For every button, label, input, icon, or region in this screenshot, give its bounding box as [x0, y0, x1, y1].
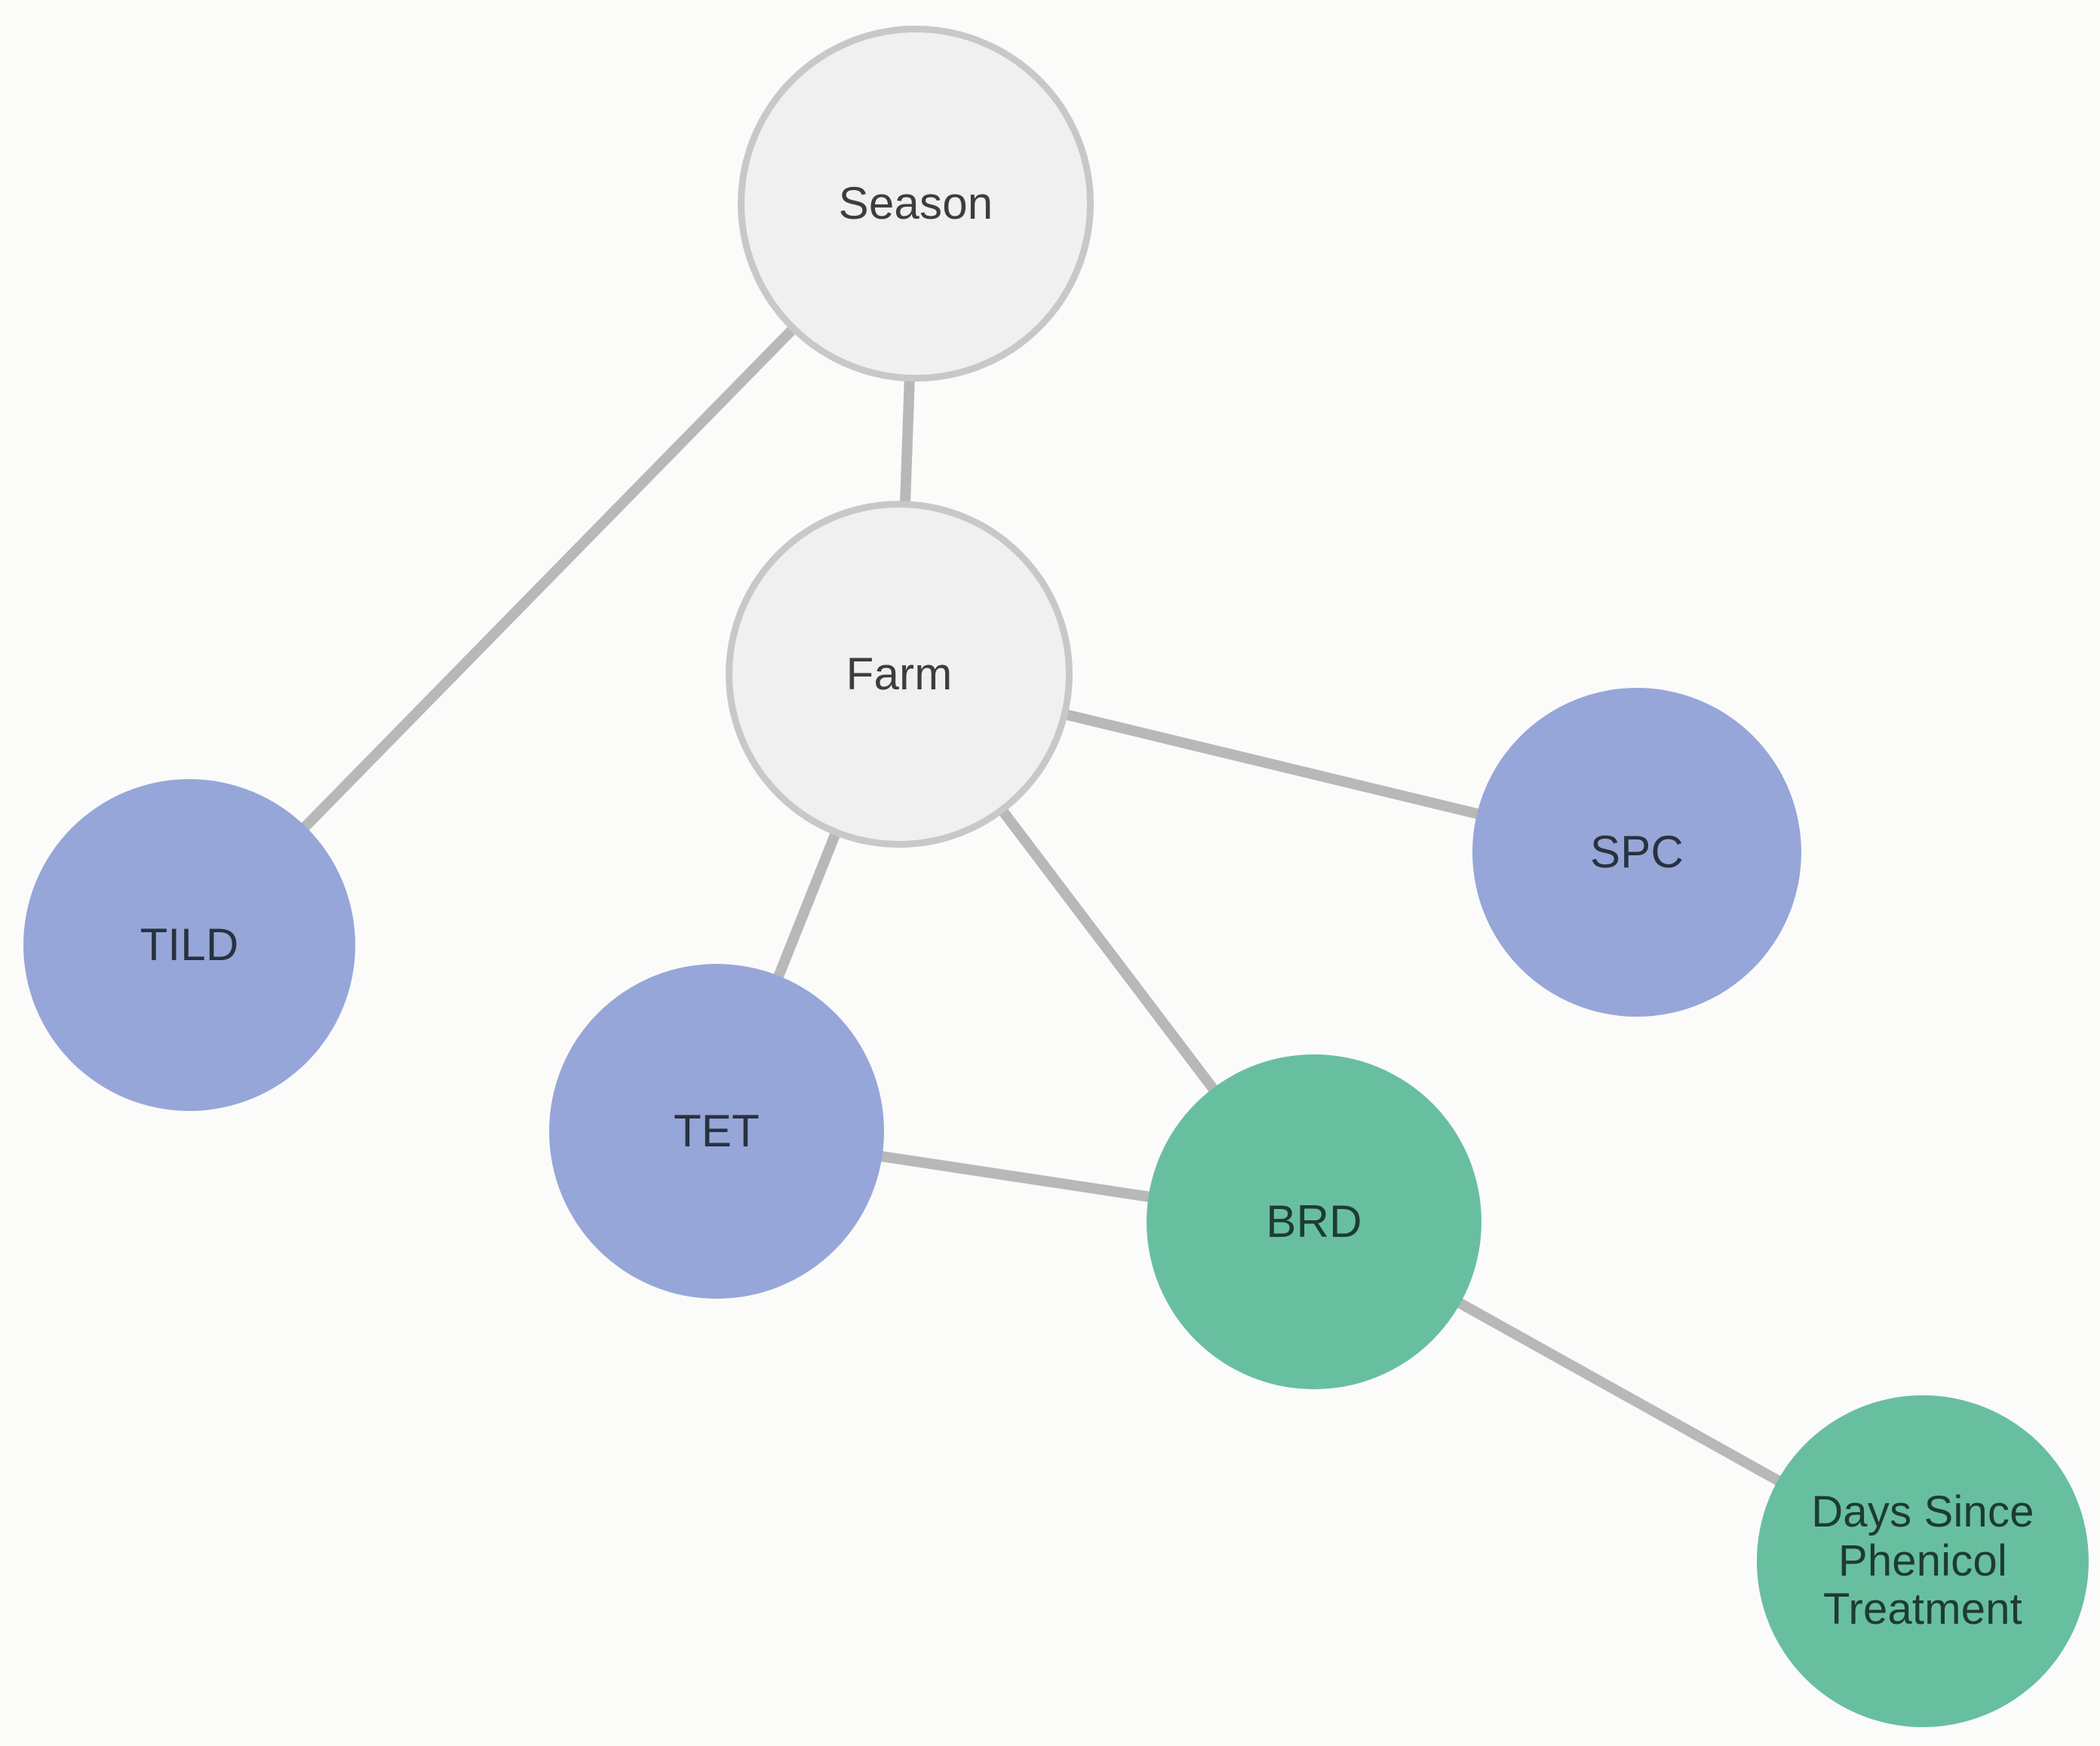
- graph-node-days-since-phenicol-treatment[interactable]: Days Since Phenicol Treatment: [1757, 1395, 2089, 1727]
- graph-node-label-days-since-phenicol-treatment: Days Since Phenicol Treatment: [1811, 1487, 2034, 1634]
- graph-node-tet[interactable]: TET: [549, 964, 884, 1299]
- graph-edge-farm-tet: [772, 830, 841, 981]
- graph-edge-season-tild: [299, 324, 797, 833]
- graph-edge-season-farm: [899, 378, 915, 505]
- graph-node-label-brd: BRD: [1266, 1196, 1362, 1247]
- graph-edge-farm-spc: [1064, 709, 1481, 820]
- graph-node-label-tild: TILD: [140, 919, 239, 971]
- graph-node-label-season: Season: [838, 178, 993, 229]
- graph-edge-tet-brd: [878, 1150, 1153, 1203]
- graph-edge-brd-days: [1454, 1297, 1783, 1487]
- graph-node-brd[interactable]: BRD: [1147, 1054, 1481, 1389]
- graph-node-tild[interactable]: TILD: [23, 779, 355, 1111]
- graph-node-label-farm: Farm: [846, 649, 953, 700]
- graph-node-farm[interactable]: Farm: [726, 501, 1073, 848]
- graph-node-spc[interactable]: SPC: [1472, 688, 1801, 1017]
- graph-node-label-spc: SPC: [1590, 827, 1684, 878]
- graph-node-season[interactable]: Season: [738, 26, 1094, 382]
- graph-edge-farm-brd: [997, 806, 1219, 1094]
- graph-node-label-tet: TET: [674, 1106, 760, 1157]
